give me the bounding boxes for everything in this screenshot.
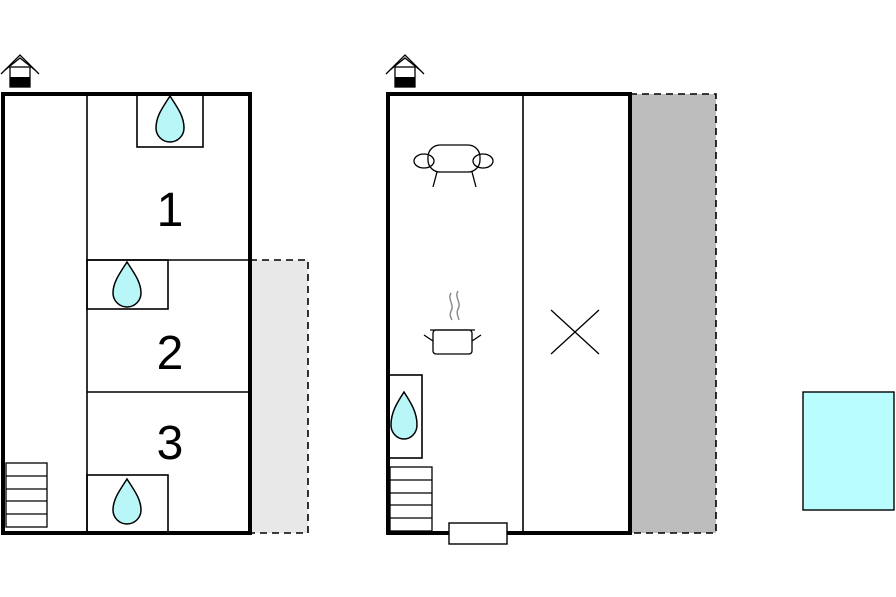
bathroom-drop-icon (112, 260, 142, 308)
bathroom-1 (136, 93, 204, 148)
terrace-light (250, 260, 308, 533)
room-number: 1 (157, 184, 184, 237)
bathroom-4 (387, 374, 423, 459)
outer-wall-right (386, 92, 632, 535)
outer-wall-left (1, 92, 252, 535)
terrace-outline (250, 259, 309, 534)
staircase-icon (389, 466, 433, 532)
bathroom-3 (86, 474, 169, 534)
room-number: 2 (157, 327, 184, 380)
floor-plan-left: 1 2 3 (0, 54, 309, 535)
pool-icon (802, 391, 895, 511)
terrace-outline (630, 93, 717, 534)
bathroom-drop-icon (155, 94, 185, 143)
bed-cross-icon (550, 309, 600, 355)
entrance-icon (385, 54, 425, 88)
cooking-pot-icon (423, 290, 482, 355)
floor-plan-right (385, 54, 717, 545)
window-icon (448, 522, 508, 545)
room-number: 3 (157, 417, 184, 470)
bathroom-drop-icon (112, 477, 142, 525)
bathroom-drop-icon (390, 390, 418, 440)
sofa-icon (413, 144, 494, 188)
bathroom-2 (86, 259, 169, 310)
staircase-icon (5, 462, 48, 528)
terrace-dark (630, 94, 716, 533)
entrance-icon (0, 54, 40, 88)
